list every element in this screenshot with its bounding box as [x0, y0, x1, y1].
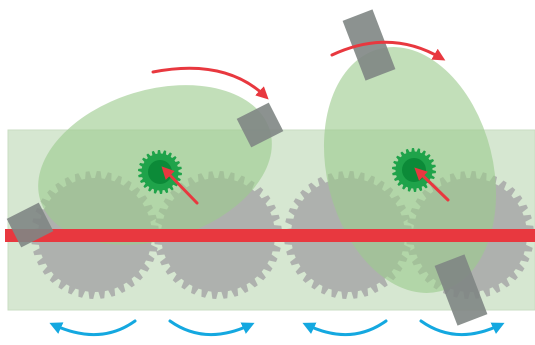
weight-icon: [342, 9, 396, 81]
rotation-arrow-group: [151, 40, 446, 100]
pointer-arrow-icon: [161, 166, 199, 205]
weight-icon: [236, 102, 284, 148]
pointer-arrow-group: [161, 166, 450, 205]
small-gear-group: [138, 148, 436, 194]
small-gear-hub: [402, 158, 426, 182]
direction-arrow-icon: [419, 319, 505, 336]
direction-arrow-icon: [302, 319, 388, 336]
direction-arrow-icon: [168, 319, 255, 336]
rotation-arrow-icon: [330, 40, 446, 61]
direction-arrow-icon: [49, 319, 137, 336]
weight-icon: [434, 254, 488, 326]
direction-arrow-group: [49, 319, 505, 336]
weight-group: [6, 9, 488, 326]
pointer-arrow-icon: [414, 167, 450, 202]
rail-bar: [5, 229, 535, 242]
rotation-arrow-icon: [151, 66, 269, 100]
weight-icon: [6, 202, 54, 248]
